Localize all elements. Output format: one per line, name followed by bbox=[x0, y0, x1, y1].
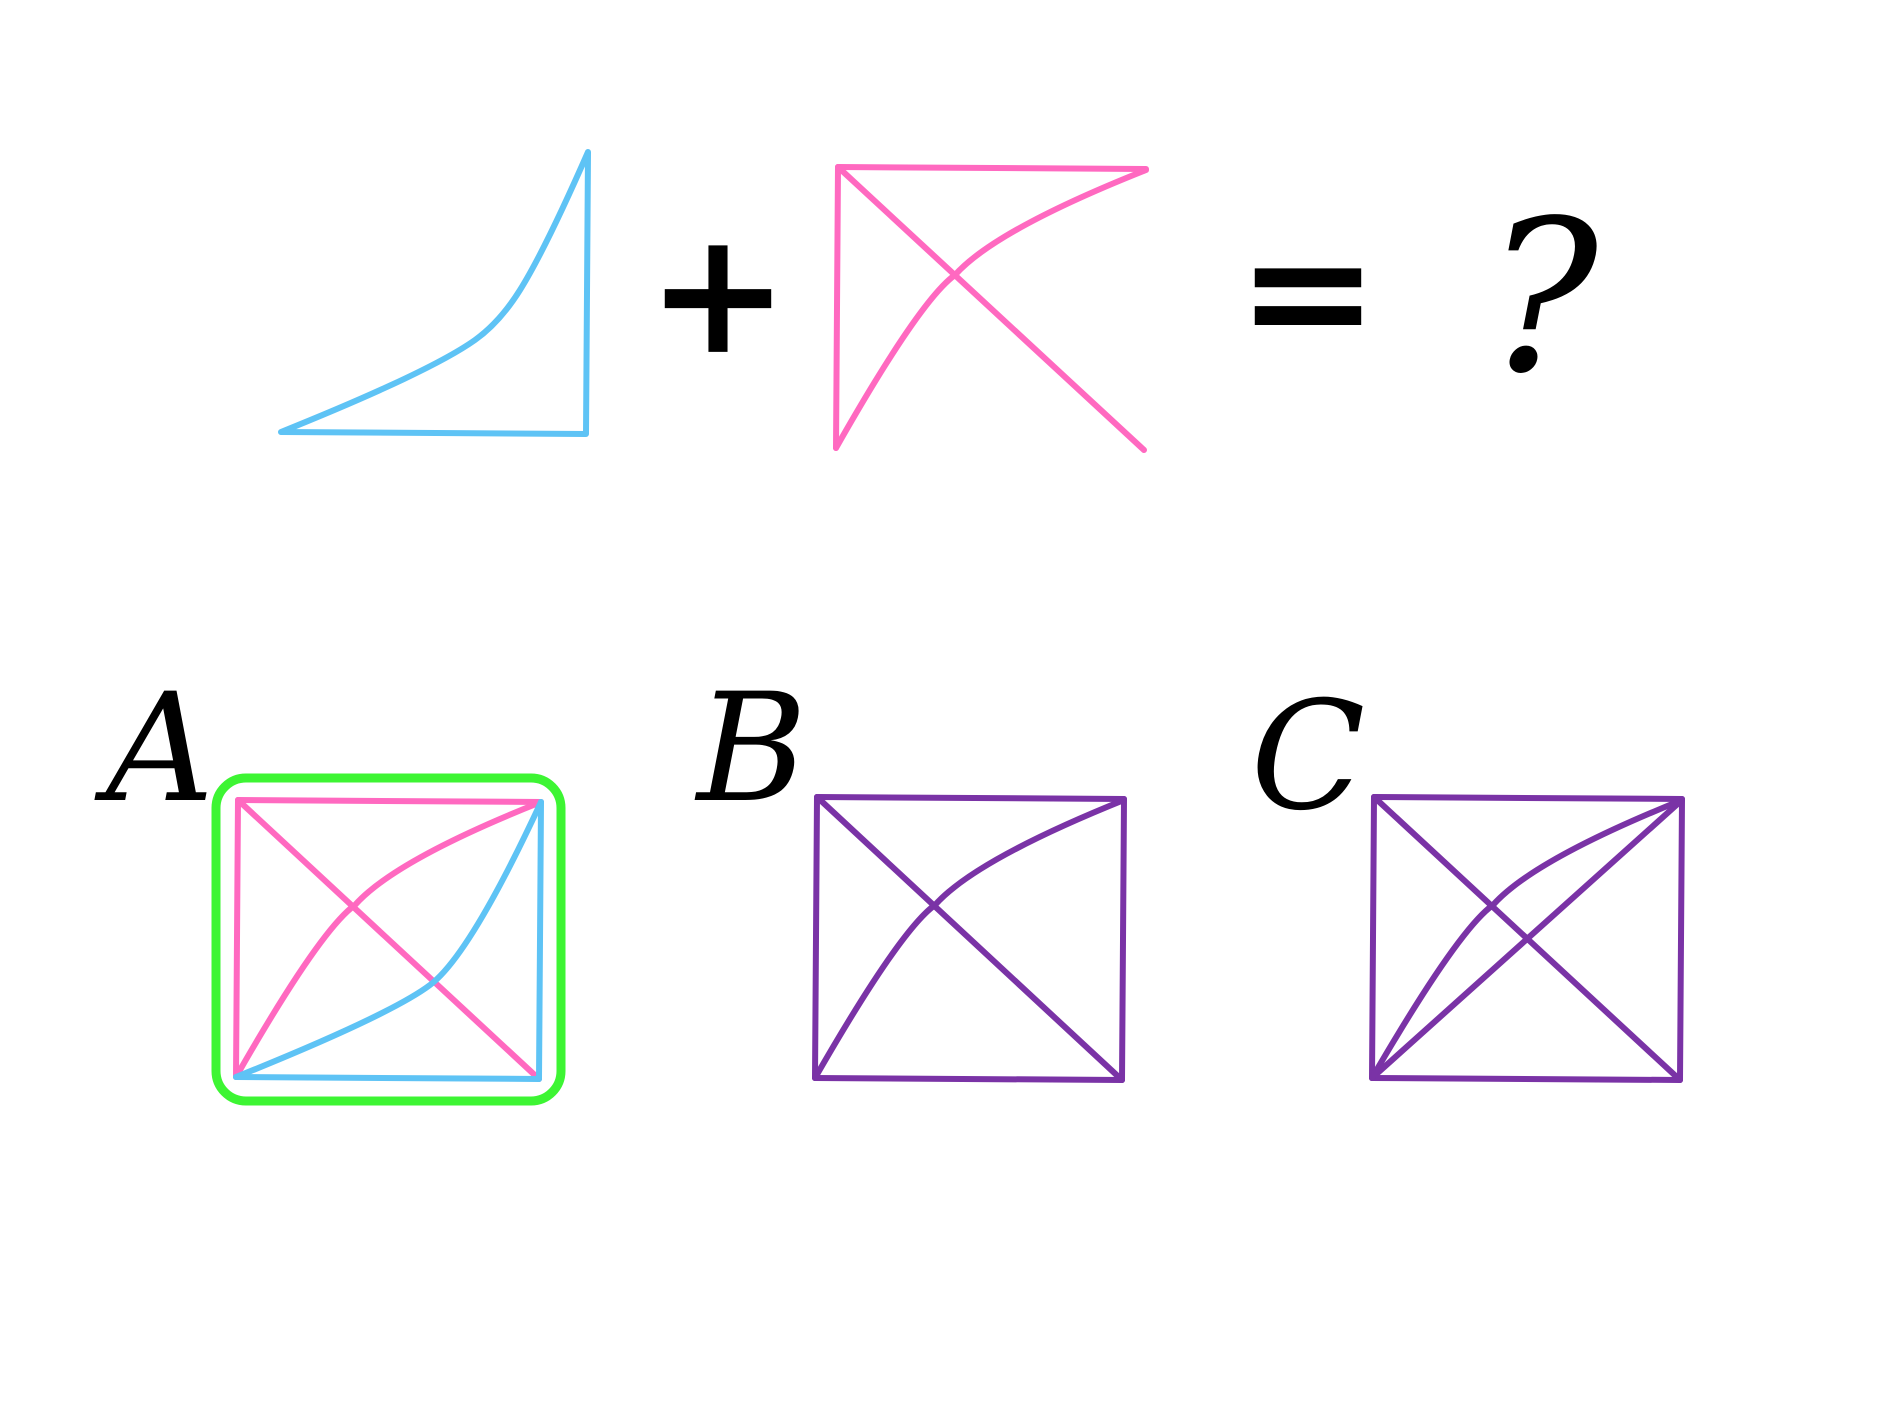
option-a[interactable]: A bbox=[94, 662, 566, 1106]
option-a-figure bbox=[233, 797, 544, 1082]
option-a-blue-right bbox=[536, 799, 544, 1082]
pink-curve-line bbox=[833, 167, 1149, 451]
equals-sign: = bbox=[1237, 191, 1379, 391]
equation-row: + = ? bbox=[278, 149, 1600, 453]
option-c-right bbox=[1677, 796, 1685, 1083]
option-c-curve bbox=[1369, 797, 1685, 1081]
option-b-left bbox=[812, 794, 820, 1081]
option-b[interactable]: B bbox=[694, 662, 1127, 1083]
option-c-label: C bbox=[1251, 670, 1366, 844]
option-a-blue-curve bbox=[233, 799, 544, 1080]
option-b-right bbox=[1119, 796, 1127, 1083]
option-c-figure bbox=[1369, 794, 1685, 1083]
pink-left-line bbox=[833, 164, 841, 451]
option-a-pink-diagonal bbox=[235, 797, 542, 1082]
option-c-top bbox=[1371, 794, 1685, 802]
pink-diagonal-line bbox=[835, 164, 1147, 453]
selection-highlight bbox=[211, 773, 566, 1106]
blue-curve-triangle-shape bbox=[278, 149, 591, 437]
option-c-left bbox=[1369, 794, 1377, 1081]
option-b-curve bbox=[812, 797, 1127, 1081]
option-a-blue-bottom bbox=[233, 1074, 542, 1082]
question-mark: ? bbox=[1486, 175, 1600, 420]
option-b-top bbox=[814, 794, 1127, 802]
option-a-pink-left bbox=[233, 797, 241, 1080]
answer-options: A B bbox=[94, 662, 1685, 1106]
option-c-diagonal-up bbox=[1369, 797, 1685, 1081]
option-c-bottom bbox=[1369, 1075, 1683, 1083]
blue-shape-outline bbox=[278, 149, 591, 437]
option-a-label: A bbox=[94, 662, 214, 836]
option-c[interactable]: C bbox=[1251, 670, 1685, 1083]
option-b-label: B bbox=[694, 662, 807, 836]
option-a-pink-curve bbox=[233, 799, 544, 1080]
plus-sign: + bbox=[647, 193, 789, 393]
pink-lines-shape bbox=[833, 164, 1149, 453]
option-b-bottom bbox=[812, 1075, 1125, 1083]
pink-top-line bbox=[835, 164, 1149, 172]
option-a-pink-top bbox=[235, 797, 544, 805]
option-b-diagonal bbox=[814, 794, 1125, 1083]
option-b-figure bbox=[812, 794, 1127, 1083]
